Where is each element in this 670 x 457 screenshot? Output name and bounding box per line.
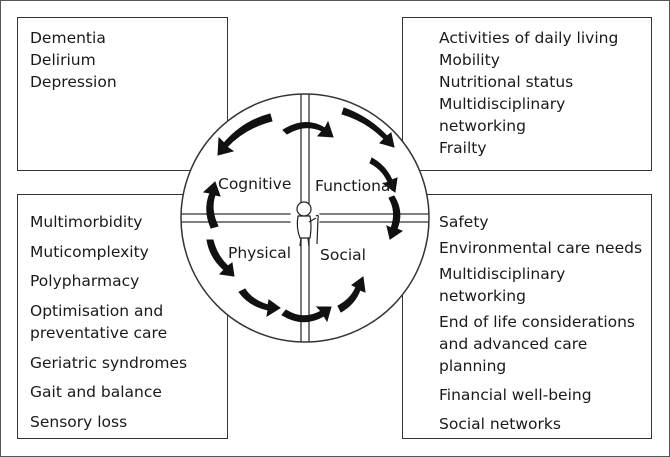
cognitive-item: Dementia	[30, 29, 106, 47]
social-item: Multidisciplinary	[439, 265, 566, 283]
elderly-person-with-cane-icon	[296, 201, 319, 247]
arrow-top-right-icon	[341, 107, 395, 148]
cognitive-box: Dementia Delirium Depression	[17, 17, 228, 171]
arrow-left-upper-icon	[202, 181, 221, 229]
functional-item: Frailty	[439, 139, 487, 157]
cognitive-label: Cognitive	[218, 175, 291, 193]
functional-item: Mobility	[439, 51, 500, 69]
cognitive-item: Depression	[30, 73, 117, 91]
arrow-right-upper-icon	[369, 157, 398, 193]
arrow-bottom-icon	[281, 306, 332, 323]
functional-item: Nutritional status	[439, 73, 574, 91]
arrow-bottom-right-icon	[337, 276, 366, 313]
social-label: Social	[320, 246, 366, 264]
functional-item: networking	[439, 117, 526, 135]
functional-label: Functional	[315, 177, 395, 195]
social-item: Social networks	[439, 415, 561, 433]
arrow-bottom-left-icon	[238, 288, 281, 318]
physical-item: Polypharmacy	[30, 272, 140, 291]
arrow-right-middle-icon	[386, 195, 404, 240]
physical-label: Physical	[228, 244, 291, 262]
physical-item: Muticomplexity	[30, 242, 149, 261]
physical-item: Multimorbidity	[30, 213, 143, 231]
functional-item: Activities of daily living	[439, 29, 619, 47]
functional-box: Activities of daily living Mobility Nutr…	[402, 17, 652, 171]
social-item: Safety	[439, 213, 489, 231]
social-item: and advanced care	[439, 335, 588, 353]
functional-item: Multidisciplinary	[439, 95, 566, 113]
arrow-top-icon	[282, 120, 334, 138]
physical-item: Gait and balance	[30, 383, 162, 402]
physical-item: Sensory loss	[30, 413, 128, 432]
physical-item: preventative care	[30, 324, 168, 343]
cognitive-item: Delirium	[30, 51, 96, 69]
social-box: Safety Environmental care needs Multidis…	[402, 194, 652, 439]
arrow-top-left-icon	[217, 113, 273, 156]
social-item: Financial well-being	[439, 386, 592, 404]
physical-item: Optimisation and	[30, 302, 164, 321]
social-item: networking	[439, 287, 526, 305]
social-item: planning	[439, 357, 507, 375]
social-item: End of life considerations	[439, 313, 636, 331]
arrow-left-lower-icon	[206, 239, 235, 277]
physical-item: Geriatric syndromes	[30, 353, 188, 372]
social-item: Environmental care needs	[439, 239, 643, 257]
